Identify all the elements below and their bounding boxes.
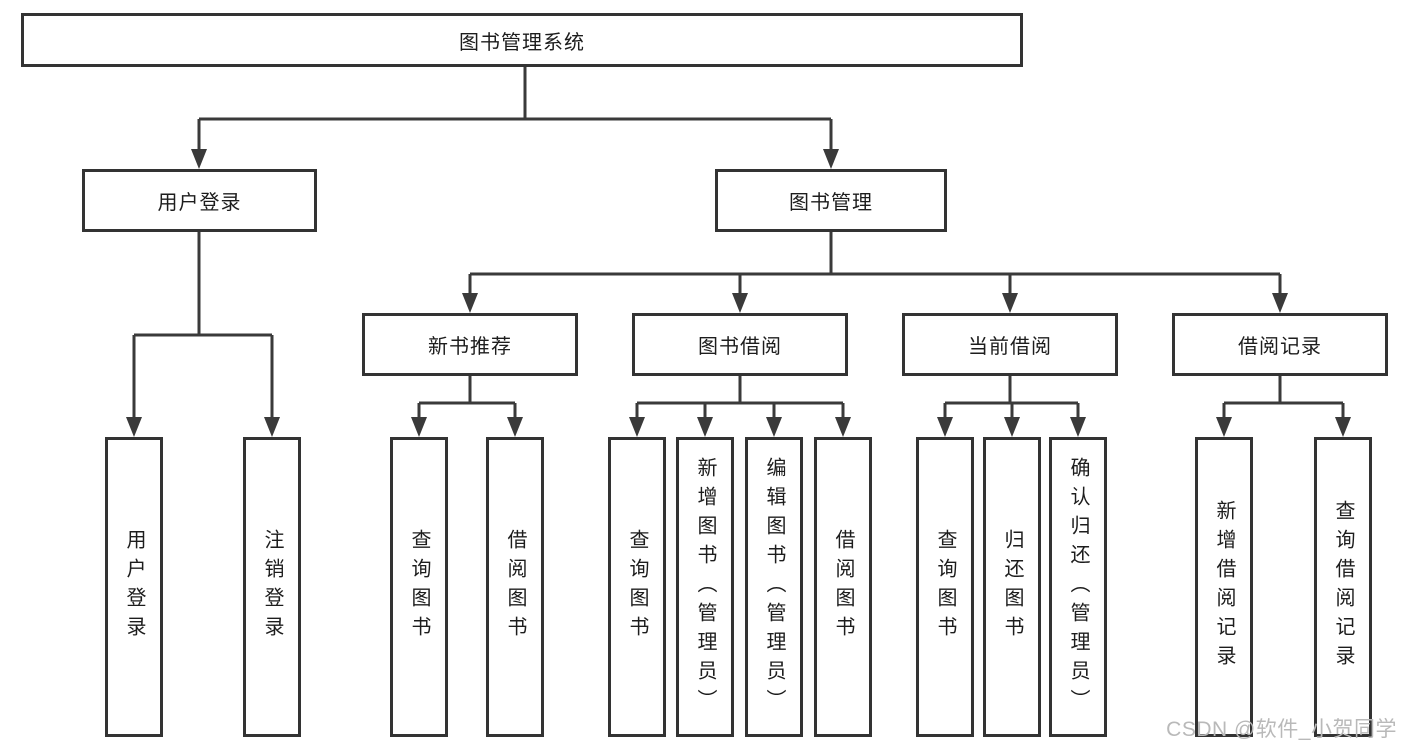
node-label: 用户登录 <box>123 529 145 645</box>
node-label: 查询图书 <box>934 529 956 645</box>
node-label: 借阅图书 <box>832 529 854 645</box>
node-label: 查询借阅记录 <box>1332 500 1354 674</box>
node-label: 图书管理 <box>789 192 873 214</box>
node-label: 注销登录 <box>261 529 283 645</box>
node-user-login: 用户登录 <box>82 169 317 232</box>
node-label: 查询图书 <box>626 529 648 645</box>
leaf-add-borrow-record: 新增借阅记录 <box>1195 437 1253 737</box>
node-label: 图书管理系统 <box>459 31 585 54</box>
leaf-borrow-books: 借阅图书 <box>814 437 872 737</box>
node-current-borrowing: 当前借阅 <box>902 313 1118 376</box>
leaf-return-books: 归还图书 <box>983 437 1041 737</box>
leaf-query-books-borrow: 查询图书 <box>608 437 666 737</box>
leaf-user-login: 用户登录 <box>105 437 163 737</box>
leaf-borrow-books-recommend: 借阅图书 <box>486 437 544 737</box>
node-label: 新书推荐 <box>428 336 512 358</box>
leaf-add-books-admin: 新增图书（管理员） <box>676 437 734 737</box>
node-book-borrowing: 图书借阅 <box>632 313 848 376</box>
node-label: 图书借阅 <box>698 336 782 358</box>
node-label: 归还图书 <box>1001 529 1023 645</box>
csdn-watermark: CSDN @软件_小贺同学 <box>1166 718 1397 741</box>
node-label: 新增借阅记录 <box>1213 500 1235 674</box>
leaf-query-books-recommend: 查询图书 <box>390 437 448 737</box>
node-label: 借阅记录 <box>1238 336 1322 358</box>
leaf-confirm-return-admin: 确认归还（管理员） <box>1049 437 1107 737</box>
node-label: 借阅图书 <box>504 529 526 645</box>
node-new-book-recommendation: 新书推荐 <box>362 313 578 376</box>
node-label: 当前借阅 <box>968 336 1052 358</box>
node-library-management-system: 图书管理系统 <box>21 13 1023 67</box>
node-borrowing-records: 借阅记录 <box>1172 313 1388 376</box>
node-label: 确认归还（管理员） <box>1067 456 1089 718</box>
leaf-logout: 注销登录 <box>243 437 301 737</box>
node-label: 用户登录 <box>157 192 242 214</box>
node-label: 编辑图书（管理员） <box>763 456 785 718</box>
node-label: 新增图书（管理员） <box>694 456 716 718</box>
leaf-edit-books-admin: 编辑图书（管理员） <box>745 437 803 737</box>
node-label: 查询图书 <box>408 529 430 645</box>
node-book-management: 图书管理 <box>715 169 947 232</box>
leaf-query-books-current: 查询图书 <box>916 437 974 737</box>
leaf-query-borrow-record: 查询借阅记录 <box>1314 437 1372 737</box>
